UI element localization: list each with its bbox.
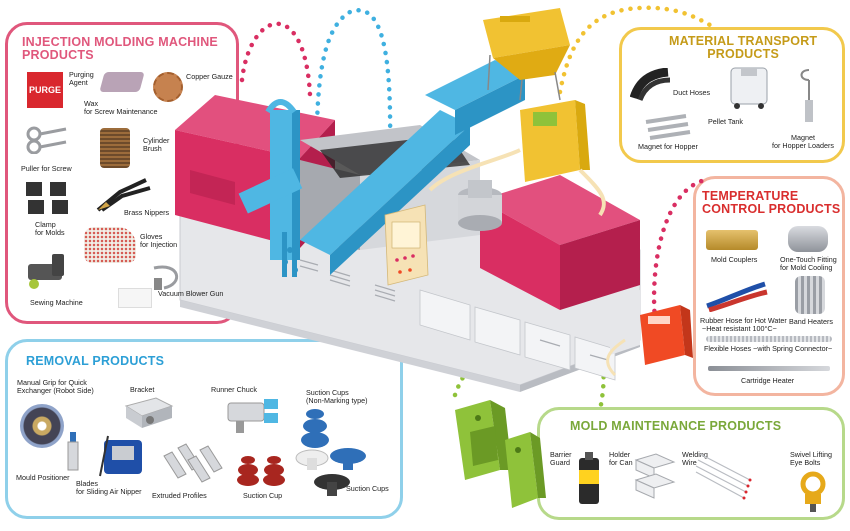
temperature-title-line1: TEMPERATURE	[702, 189, 799, 203]
duct-hoses-icon	[630, 68, 672, 102]
magnet-hopper-icon	[642, 112, 694, 140]
green-mold	[455, 400, 546, 508]
label-magnet-hopper: Magnet for Hopper	[638, 142, 698, 151]
puller-icon	[22, 126, 67, 154]
runner-chuck-icon	[222, 395, 284, 435]
connector-injection	[239, 21, 313, 98]
hopper-loader	[483, 8, 570, 101]
operation-panel	[384, 204, 429, 286]
label-mould-positioner: Mould Positioner	[16, 473, 70, 482]
sample-card-icon	[118, 288, 152, 308]
mold-panel-title: MOLD MAINTENANCE PRODUCTS	[570, 419, 782, 433]
welding-wire-icon	[694, 450, 754, 504]
label-suction-cups: Suction Cups	[346, 484, 389, 493]
manual-grip-icon	[20, 404, 64, 448]
copper-gauze-icon	[153, 72, 183, 102]
pellet-tank-icon	[727, 64, 771, 110]
injection-title-line1: INJECTION MOLDING MACHINE	[22, 35, 218, 49]
connector-material	[557, 5, 713, 95]
suction-cup-icon	[236, 452, 290, 488]
label-band-heaters: Band Heaters	[789, 317, 833, 326]
temperature-controller	[606, 305, 693, 377]
temperature-title-line2: CONTROL PRODUCTS	[702, 202, 841, 216]
label-sewing-machine: Sewing Machine	[30, 298, 83, 307]
purge-logo-text: PURGE	[28, 85, 61, 95]
label-extruded-profiles: Extruded Profiles	[152, 491, 207, 500]
one-touch-fitting-icon	[788, 226, 828, 252]
label-brass-nippers: Brass Nippers	[124, 208, 170, 217]
cylinder-brush-icon	[100, 128, 130, 168]
removal-panel-title: REMOVAL PRODUCTS	[26, 354, 165, 368]
machine-injection-unit	[480, 175, 640, 355]
barrier-guard-can-icon	[576, 450, 602, 506]
hook-magnet-icon	[797, 66, 821, 124]
injection-title-line2: PRODUCTS	[22, 48, 94, 62]
blade-icon	[66, 432, 80, 472]
take-out-robot	[238, 60, 525, 277]
label-copper-gauze: Copper Gauze	[186, 72, 233, 81]
clamp-icon	[24, 180, 72, 218]
sewing-machine-icon	[22, 250, 68, 292]
label-vacuum-blower: Vacuum Blower Gun	[158, 289, 224, 298]
suction-nonmark-icon	[300, 404, 330, 450]
label-rubber-hose: Rubber Hose for Hot Water ~Heat resistan…	[700, 316, 787, 334]
flexible-hoses-icon	[706, 336, 832, 342]
label-pellet-tank: Pellet Tank	[708, 117, 744, 126]
mold-couplers-icon	[706, 230, 758, 250]
purge-logo: PURGE	[27, 72, 63, 108]
air-nipper-icon	[98, 432, 150, 482]
cartridge-heater-icon	[708, 366, 830, 371]
injection-panel-title: INJECTION MOLDING MACHINE PRODUCTS	[22, 36, 218, 62]
swivel-eye-bolt-icon	[796, 470, 830, 512]
wax-icon	[99, 72, 145, 92]
suction-cups-icon	[294, 444, 370, 500]
label-puller: Puller for Screw	[21, 164, 72, 173]
rubber-hose-icon	[705, 280, 769, 312]
machine-barrel	[458, 180, 502, 231]
band-heaters-icon	[795, 276, 825, 314]
label-runner-chuck: Runner Chuck	[211, 385, 257, 394]
label-suction-cup: Suction Cup	[243, 491, 283, 500]
temperature-panel-title: TEMPERATURE CONTROL PRODUCTS	[702, 190, 840, 216]
material-title-line2: PRODUCTS	[707, 47, 780, 61]
extruded-profiles-icon	[160, 440, 226, 488]
gloves-icon	[84, 227, 136, 263]
label-cartridge-heater: Cartridge Heater	[741, 376, 795, 385]
bracket-icon	[122, 396, 174, 430]
label-bracket: Bracket	[130, 385, 155, 394]
connector-temperature	[651, 177, 708, 323]
label-mold-couplers: Mold Couplers	[711, 255, 758, 264]
label-duct-hoses: Duct Hoses	[673, 88, 711, 97]
material-panel-title: MATERIAL TRANSPORT PRODUCTS	[669, 35, 817, 61]
material-title-line1: MATERIAL TRANSPORT	[669, 34, 818, 48]
brass-nippers-icon	[96, 176, 152, 212]
vacuum-blower-icon	[150, 264, 182, 292]
holder-can-icon	[632, 450, 678, 502]
hopper-dryer	[428, 100, 606, 217]
label-flexible-hoses: Flexible Hoses ~with Spring Connector~	[704, 344, 833, 353]
label-suction-nonmark: Suction Cups(Non-Marking type)	[306, 388, 368, 406]
